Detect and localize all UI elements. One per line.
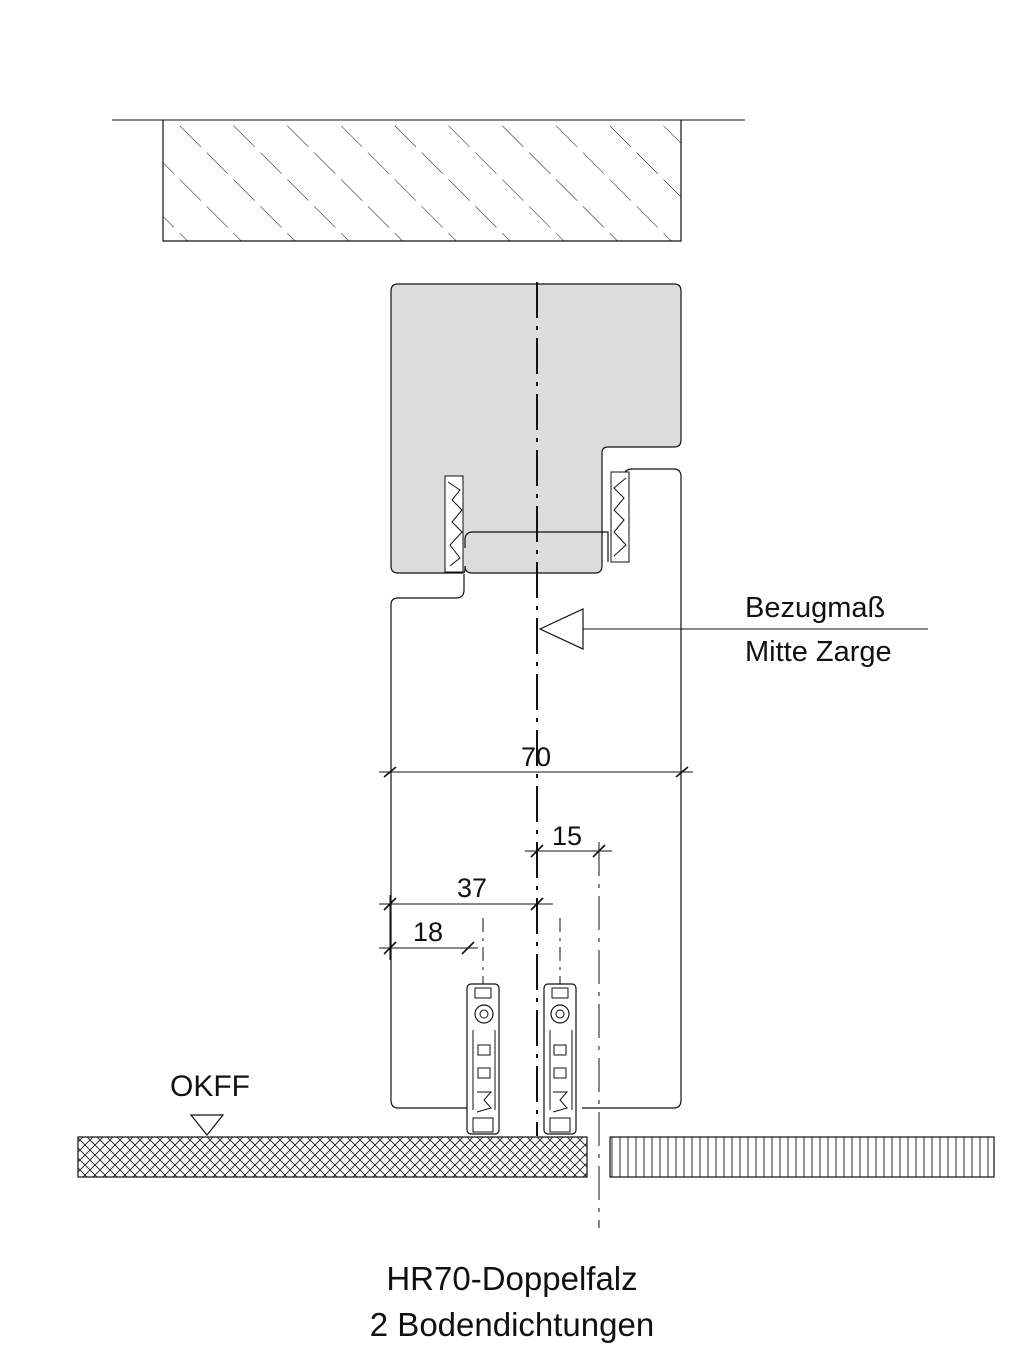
reference-label-line1: Bezugmaß (745, 592, 885, 624)
dimension-total-label: 70 (521, 742, 551, 772)
adjacent-floor-section (609, 1136, 995, 1178)
reference-label-line2: Mitte Zarge (745, 636, 892, 668)
dimension-total-width: 70 (379, 742, 693, 778)
dimension-left-to-first-seal: 18 (379, 917, 561, 984)
floor-seal-right (543, 983, 577, 1135)
dimension-left-to-center: 37 (379, 873, 553, 960)
rebate-seal-right (610, 471, 630, 563)
caption-line2: 2 Bodendichtungen (370, 1306, 654, 1343)
reference-marker: Bezugmaß Mitte Zarge (538, 592, 928, 668)
rebate-seal-left (444, 475, 464, 573)
door-leaf (390, 468, 682, 1109)
dimension-seal-offset: 15 (525, 821, 612, 1228)
lintel-section (112, 119, 745, 242)
okff-marker: OKFF (170, 1070, 250, 1136)
floor-seal-left (466, 983, 500, 1135)
okff-label: OKFF (170, 1070, 250, 1103)
finished-floor-section (77, 1136, 588, 1178)
dimension-left-to-first-seal-label: 18 (413, 917, 443, 947)
dimension-seal-offset-label: 15 (552, 821, 582, 851)
caption-line1: HR70-Doppelfalz (386, 1260, 637, 1297)
dimension-left-to-center-label: 37 (457, 873, 487, 903)
